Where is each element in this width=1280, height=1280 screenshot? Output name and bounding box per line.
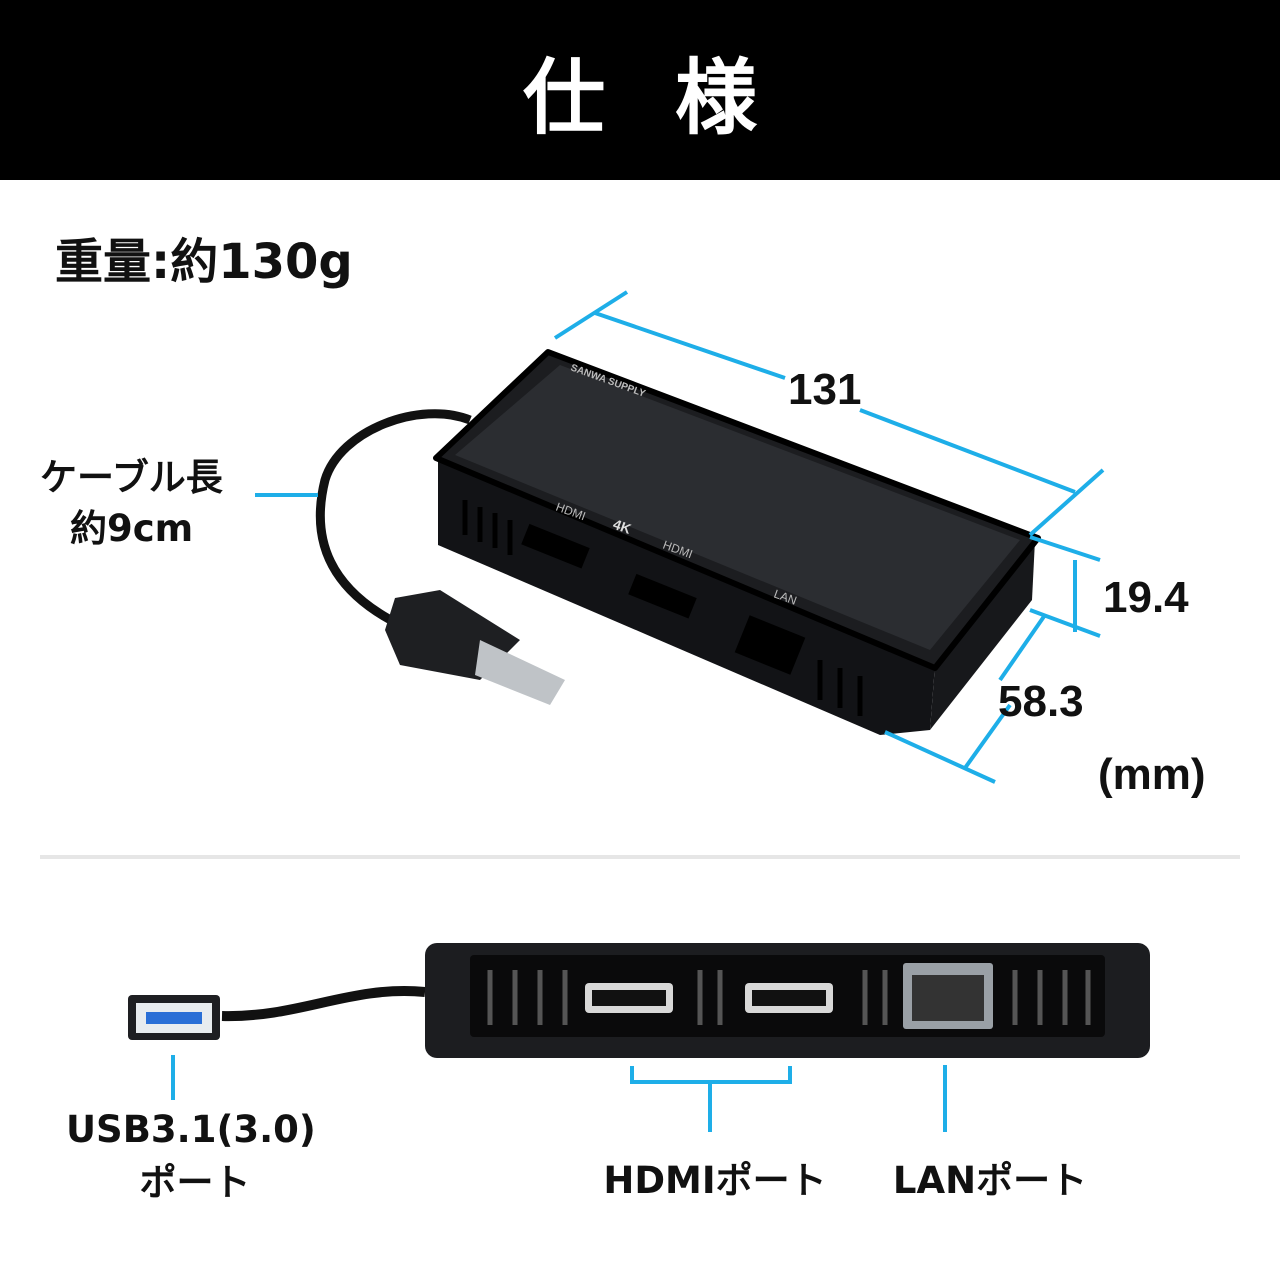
callout-lines: [171, 1055, 947, 1132]
dimension-depth: 58.3: [998, 677, 1084, 726]
header-bar: 仕様: [0, 0, 1280, 180]
unit-label: (mm): [1098, 750, 1206, 799]
weight-spec: 重量:約130g: [55, 234, 353, 290]
usb-plug: [385, 590, 565, 705]
cable-length-label: ケーブル長: [40, 456, 223, 499]
page-title: 仕様: [522, 50, 827, 146]
dimension-width: 131: [788, 365, 862, 414]
section-divider: [40, 855, 1240, 859]
hdmi-port-label: HDMIポート: [603, 1159, 827, 1202]
usb-port-label-2: ポート: [139, 1161, 251, 1204]
badge-4k: 4K: [611, 516, 633, 537]
device-top-view: HDMI 4K HDMI LAN SANWA SUPPLY: [433, 349, 1041, 735]
device-front-view: [128, 943, 1150, 1058]
cable: [315, 409, 472, 630]
lan-port-label: LANポート: [892, 1159, 1088, 1202]
dimension-lines: [255, 290, 1105, 784]
usb-port-label: USB3.1(3.0): [66, 1108, 316, 1151]
cable-length-value: 約9cm: [70, 507, 194, 550]
dimension-height: 19.4: [1103, 573, 1189, 622]
